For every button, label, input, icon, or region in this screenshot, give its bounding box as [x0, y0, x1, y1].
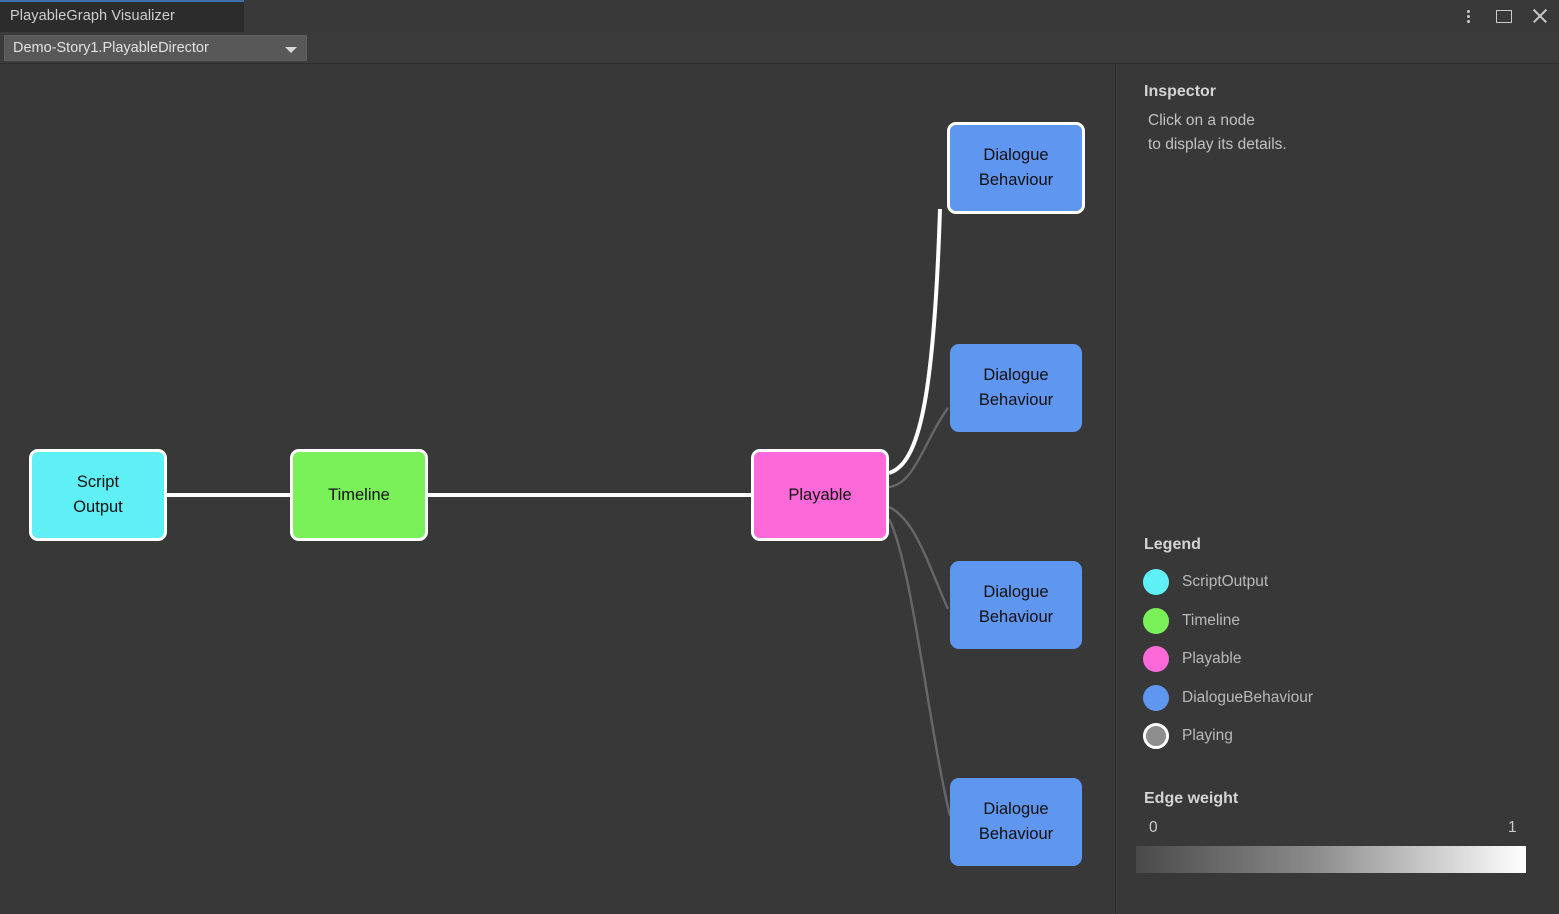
- maximize-icon[interactable]: [1493, 5, 1515, 27]
- graph-node-playable[interactable]: Playable: [751, 449, 889, 541]
- panel-divider: [1115, 64, 1116, 914]
- edge-layer: [167, 208, 952, 817]
- graph-edge: [888, 407, 949, 489]
- legend-item-label: Playing: [1182, 727, 1233, 744]
- legend-item-playing: Playing: [1143, 721, 1233, 751]
- legend-item-label: DialogueBehaviour: [1182, 688, 1313, 706]
- edge-weight-gradient-bar: [1136, 846, 1526, 873]
- graph-node-timeline[interactable]: Timeline: [290, 449, 428, 541]
- inspector-title: Inspector: [1144, 83, 1217, 100]
- legend-color-swatch-icon: [1143, 684, 1169, 711]
- legend-item-label: Timeline: [1182, 611, 1240, 629]
- kebab-menu-icon[interactable]: [1457, 5, 1479, 27]
- window-controls: [1457, 0, 1551, 32]
- graph-edge: [887, 518, 952, 817]
- close-icon[interactable]: [1529, 5, 1551, 27]
- graph-node-script-output[interactable]: Script Output: [29, 449, 167, 541]
- graph-node-dialogue-1[interactable]: Dialogue Behaviour: [947, 122, 1085, 214]
- legend-title: Legend: [1144, 536, 1201, 553]
- sidebar: Inspector Click on a node to display its…: [1116, 64, 1559, 914]
- tab-label: PlayableGraph Visualizer: [10, 8, 175, 24]
- legend-item-label: ScriptOutput: [1182, 573, 1269, 590]
- graph-edge: [888, 208, 942, 475]
- legend-color-swatch-icon: [1143, 607, 1169, 634]
- legend-item-dialoguebehaviour: DialogueBehaviour: [1143, 683, 1313, 713]
- graph-selector-dropdown[interactable]: Demo-Story1.PlayableDirector: [4, 35, 307, 61]
- graph-edge: [888, 505, 950, 610]
- edge-weight-max-label: 1: [1508, 819, 1517, 836]
- graph-node-dialogue-4[interactable]: Dialogue Behaviour: [950, 778, 1082, 866]
- legend-color-swatch-icon: [1143, 646, 1169, 672]
- edge-weight-title: Edge weight: [1144, 790, 1239, 807]
- tab-playablegraph-visualizer[interactable]: PlayableGraph Visualizer: [0, 0, 244, 32]
- chevron-down-icon: [285, 47, 297, 53]
- title-bar: PlayableGraph Visualizer: [0, 0, 1559, 32]
- legend-item-scriptoutput: ScriptOutput: [1143, 567, 1268, 597]
- legend-item-playable: Playable: [1143, 644, 1241, 674]
- graph-node-dialogue-3[interactable]: Dialogue Behaviour: [950, 561, 1082, 649]
- legend-color-swatch-icon: [1143, 723, 1169, 749]
- inspector-hint: Click on a node to display its details.: [1148, 112, 1287, 153]
- legend-item-timeline: Timeline: [1143, 606, 1240, 636]
- graph-selector-value: Demo-Story1.PlayableDirector: [13, 40, 209, 56]
- toolbar: Demo-Story1.PlayableDirector: [0, 32, 1559, 64]
- edge-weight-min-label: 0: [1149, 819, 1158, 836]
- graph-node-dialogue-2[interactable]: Dialogue Behaviour: [950, 344, 1082, 432]
- legend-color-swatch-icon: [1143, 569, 1169, 595]
- legend-item-label: Playable: [1182, 650, 1242, 667]
